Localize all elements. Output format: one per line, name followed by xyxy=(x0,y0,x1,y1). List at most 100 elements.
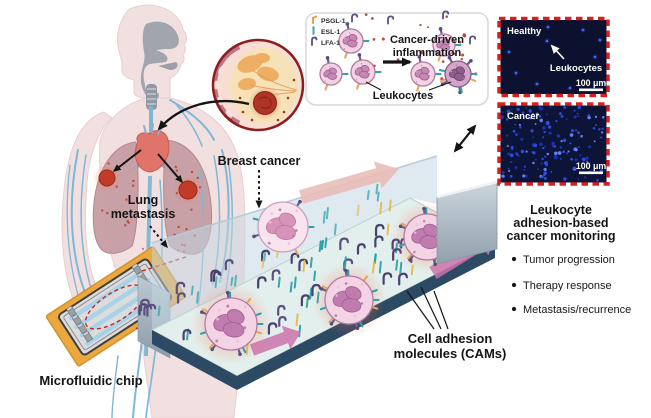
double-arrow-channel-micrographs xyxy=(453,124,477,153)
metastasis-dot xyxy=(132,179,135,183)
cam-molecule-esl1 xyxy=(190,285,194,296)
cell-granule xyxy=(415,223,418,226)
cam-molecule-esl1 xyxy=(313,270,317,282)
metastasis-dot xyxy=(185,228,188,231)
cell-granule xyxy=(217,308,221,312)
leukocyte-dot xyxy=(543,176,547,180)
arrow-heart-to-right-tumor xyxy=(157,153,183,184)
healthy-micrograph-border xyxy=(497,16,610,98)
leukocyte-dot xyxy=(584,176,587,179)
cam-molecule-lfa1 xyxy=(469,35,477,45)
cell-granule xyxy=(292,234,295,238)
cam-molecule-lfa1 xyxy=(277,304,286,316)
leukocyte-dot xyxy=(520,149,525,154)
leukocyte-dot xyxy=(509,174,513,178)
leukocyte-cell xyxy=(252,199,315,255)
cam-molecule-psgl1 xyxy=(302,259,306,273)
receptor-lfa1 xyxy=(252,234,256,239)
metastasis-dot xyxy=(106,211,109,215)
leukocyte-dot xyxy=(512,129,516,133)
leukocyte-dot xyxy=(511,108,513,110)
inflammation-dot xyxy=(458,49,461,52)
leukocyte-dot xyxy=(507,152,511,156)
leukocyte-dot xyxy=(536,168,539,171)
leukocyte-dot xyxy=(548,131,552,135)
leukocyte-dot xyxy=(593,55,597,59)
cell-nucleus xyxy=(419,72,430,81)
leukocyte-dot xyxy=(543,167,547,172)
cam-molecule-esl1 xyxy=(277,276,281,288)
leukocyte-dot xyxy=(560,114,564,118)
leukocyte-dot xyxy=(508,169,511,173)
lung-metastasis-label-line2: metastasis xyxy=(111,207,176,221)
receptor-lfa1 xyxy=(433,262,437,267)
leukocyte-dot xyxy=(568,86,572,90)
cell-granule xyxy=(462,77,465,80)
cam-molecule-esl1 xyxy=(322,211,326,224)
inset-stray-receptors xyxy=(351,10,477,45)
receptor-lfa1 xyxy=(325,56,330,60)
receptor-lfa1 xyxy=(355,326,360,331)
leukocyte-dot xyxy=(592,127,596,130)
cam-molecule-esl1 xyxy=(298,324,302,338)
cell-granule xyxy=(437,51,439,53)
inflammation-dot xyxy=(419,23,422,27)
leukocyte-dot xyxy=(510,160,513,163)
cell-nucleus xyxy=(222,321,245,338)
cam-molecule-lfa1 xyxy=(290,252,300,265)
leukocyte-dot xyxy=(533,117,536,120)
head-airway-anatomy xyxy=(140,21,179,99)
leukocyte-dot xyxy=(517,154,520,157)
leukocyte-dot xyxy=(551,141,555,146)
monitoring-heading-line1: Leukocyte xyxy=(530,203,592,217)
inflammation-dot xyxy=(441,60,445,63)
cell-granule xyxy=(324,71,326,73)
cam-molecule-lfa1 xyxy=(257,276,267,289)
receptor-lfa1 xyxy=(200,310,204,314)
cam-molecule-lfa1 xyxy=(176,292,186,304)
receptor-lfa1 xyxy=(417,55,422,59)
leukocyte-dot xyxy=(514,123,516,126)
cell-granule xyxy=(422,219,426,223)
metastasis-dot xyxy=(174,165,178,169)
cam-molecule-esl1 xyxy=(375,183,379,195)
leukocyte-dot xyxy=(522,174,526,178)
cam-molecule-esl1 xyxy=(366,190,370,201)
cell-nucleus xyxy=(341,298,362,313)
leukocyte-dot xyxy=(569,133,574,137)
cam-molecule-esl1 xyxy=(378,260,382,274)
cam-molecule-esl1 xyxy=(399,261,403,275)
leukocyte-dot xyxy=(569,142,572,145)
metastasis-dot xyxy=(126,220,129,223)
cell-granule xyxy=(360,302,364,305)
cell-granule xyxy=(215,339,219,343)
leukocyte-dot xyxy=(554,155,557,158)
leukocyte-dot xyxy=(531,151,534,154)
leukocyte-dot xyxy=(598,128,601,131)
cam-molecule-psgl1 xyxy=(261,257,265,269)
inflammation-dot xyxy=(461,53,465,57)
leukocyte-dot xyxy=(507,168,510,170)
leukocyte-dot xyxy=(510,145,514,149)
cell-granule xyxy=(368,73,371,75)
leukocyte-dot xyxy=(528,109,532,113)
cell-granule xyxy=(368,63,371,65)
cell-granule xyxy=(420,65,423,67)
cell-nucleus xyxy=(359,70,370,79)
metastasis-dot xyxy=(175,169,179,172)
cam-molecule-psgl1 xyxy=(295,313,299,327)
leukocyte-dot xyxy=(535,112,539,116)
leukocyte-dot xyxy=(544,145,546,148)
cell-granule xyxy=(416,71,418,73)
chip-channel xyxy=(68,269,146,321)
leukocyte-dot xyxy=(556,134,561,138)
cam-molecule-esl1 xyxy=(157,305,161,317)
cell-granule xyxy=(365,79,367,81)
leukocyte-dot xyxy=(533,143,538,148)
inflammation-dots xyxy=(364,13,478,81)
monitoring-bullet-3: Metastasis/recurrence xyxy=(523,304,631,316)
metastasis-dot xyxy=(101,209,104,212)
inset-leukocytes xyxy=(319,22,478,95)
leukocyte-dot xyxy=(501,174,505,178)
leukocyte-dot xyxy=(516,107,520,112)
